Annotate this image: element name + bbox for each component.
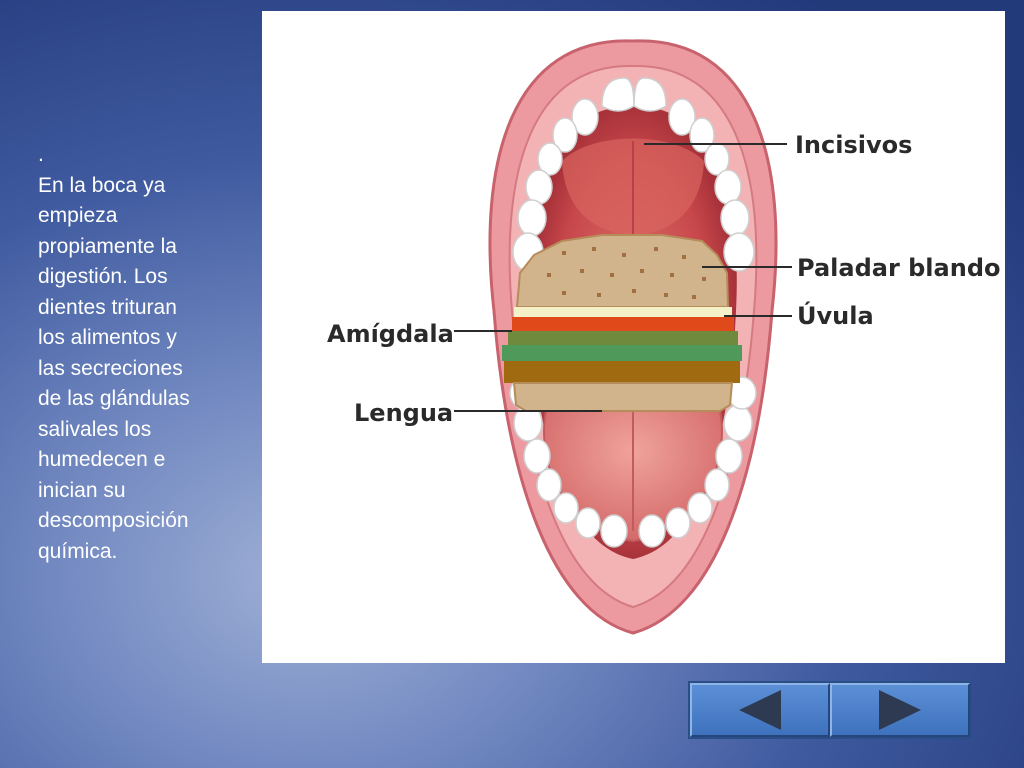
tooth bbox=[723, 404, 753, 442]
burger-cheese bbox=[514, 307, 732, 317]
hamburger-image bbox=[502, 234, 742, 412]
label-amigdala: Amígdala bbox=[327, 320, 454, 348]
sesame-seeds bbox=[547, 247, 706, 299]
tooth bbox=[665, 507, 691, 539]
tooth bbox=[537, 142, 563, 176]
tooth bbox=[536, 468, 562, 502]
tooth bbox=[575, 507, 601, 539]
incisor-tooth bbox=[601, 77, 635, 112]
incisor-tooth bbox=[633, 77, 667, 112]
mouth-diagram: Incisivos Paladar blando Úvula Amígdala … bbox=[327, 39, 1000, 635]
text-line: inician su bbox=[38, 478, 126, 502]
tooth bbox=[668, 98, 696, 136]
tooth bbox=[638, 514, 666, 548]
previous-slide-button[interactable] bbox=[690, 683, 830, 737]
tooth bbox=[571, 98, 599, 136]
burger-patty bbox=[504, 361, 740, 383]
text-line: propiamente la bbox=[38, 234, 177, 258]
tooth bbox=[720, 199, 750, 237]
tooth bbox=[687, 492, 713, 524]
triangle-right-icon bbox=[879, 690, 921, 730]
tooth bbox=[552, 117, 578, 153]
text-line: salivales los bbox=[38, 417, 152, 441]
label-incisivos: Incisivos bbox=[795, 131, 912, 159]
text-line: descomposición bbox=[38, 509, 189, 532]
label-paladar-blando: Paladar blando bbox=[797, 254, 1000, 282]
mouth-diagram-panel: Incisivos Paladar blando Úvula Amígdala … bbox=[262, 11, 1005, 663]
text-line: digestión. Los bbox=[38, 265, 168, 288]
tooth bbox=[714, 169, 742, 205]
tooth bbox=[523, 438, 551, 474]
triangle-left-icon bbox=[739, 690, 781, 730]
label-lengua: Lengua bbox=[354, 399, 453, 427]
text-line: las secreciones bbox=[38, 356, 183, 380]
tooth bbox=[525, 169, 553, 205]
burger-bottom-bun bbox=[512, 382, 734, 412]
text-line: química. bbox=[38, 539, 118, 563]
text-line: empieza bbox=[38, 204, 118, 227]
tooth bbox=[600, 514, 628, 548]
tooth bbox=[723, 232, 755, 272]
leader-lines bbox=[454, 143, 792, 412]
tooth bbox=[553, 492, 579, 524]
text-line: En la boca ya bbox=[38, 173, 166, 197]
slide-navigation bbox=[688, 681, 972, 739]
text-line: humedecen e bbox=[38, 448, 166, 471]
burger-lettuce-2 bbox=[502, 345, 742, 361]
label-uvula: Úvula bbox=[797, 300, 874, 330]
text-line: de las glándulas bbox=[38, 387, 190, 410]
burger-top-bun bbox=[515, 234, 730, 308]
burger-tomato bbox=[512, 317, 734, 331]
tooth bbox=[517, 199, 547, 237]
burger-lettuce bbox=[508, 331, 738, 345]
tooth bbox=[715, 438, 743, 474]
tooth bbox=[704, 468, 730, 502]
text-line: . bbox=[38, 143, 44, 166]
next-slide-button[interactable] bbox=[830, 683, 970, 737]
slide-body-text: . En la boca ya empieza propiamente la d… bbox=[38, 140, 253, 567]
text-line: dientes trituran bbox=[38, 295, 177, 319]
text-line: los alimentos y bbox=[38, 326, 177, 349]
